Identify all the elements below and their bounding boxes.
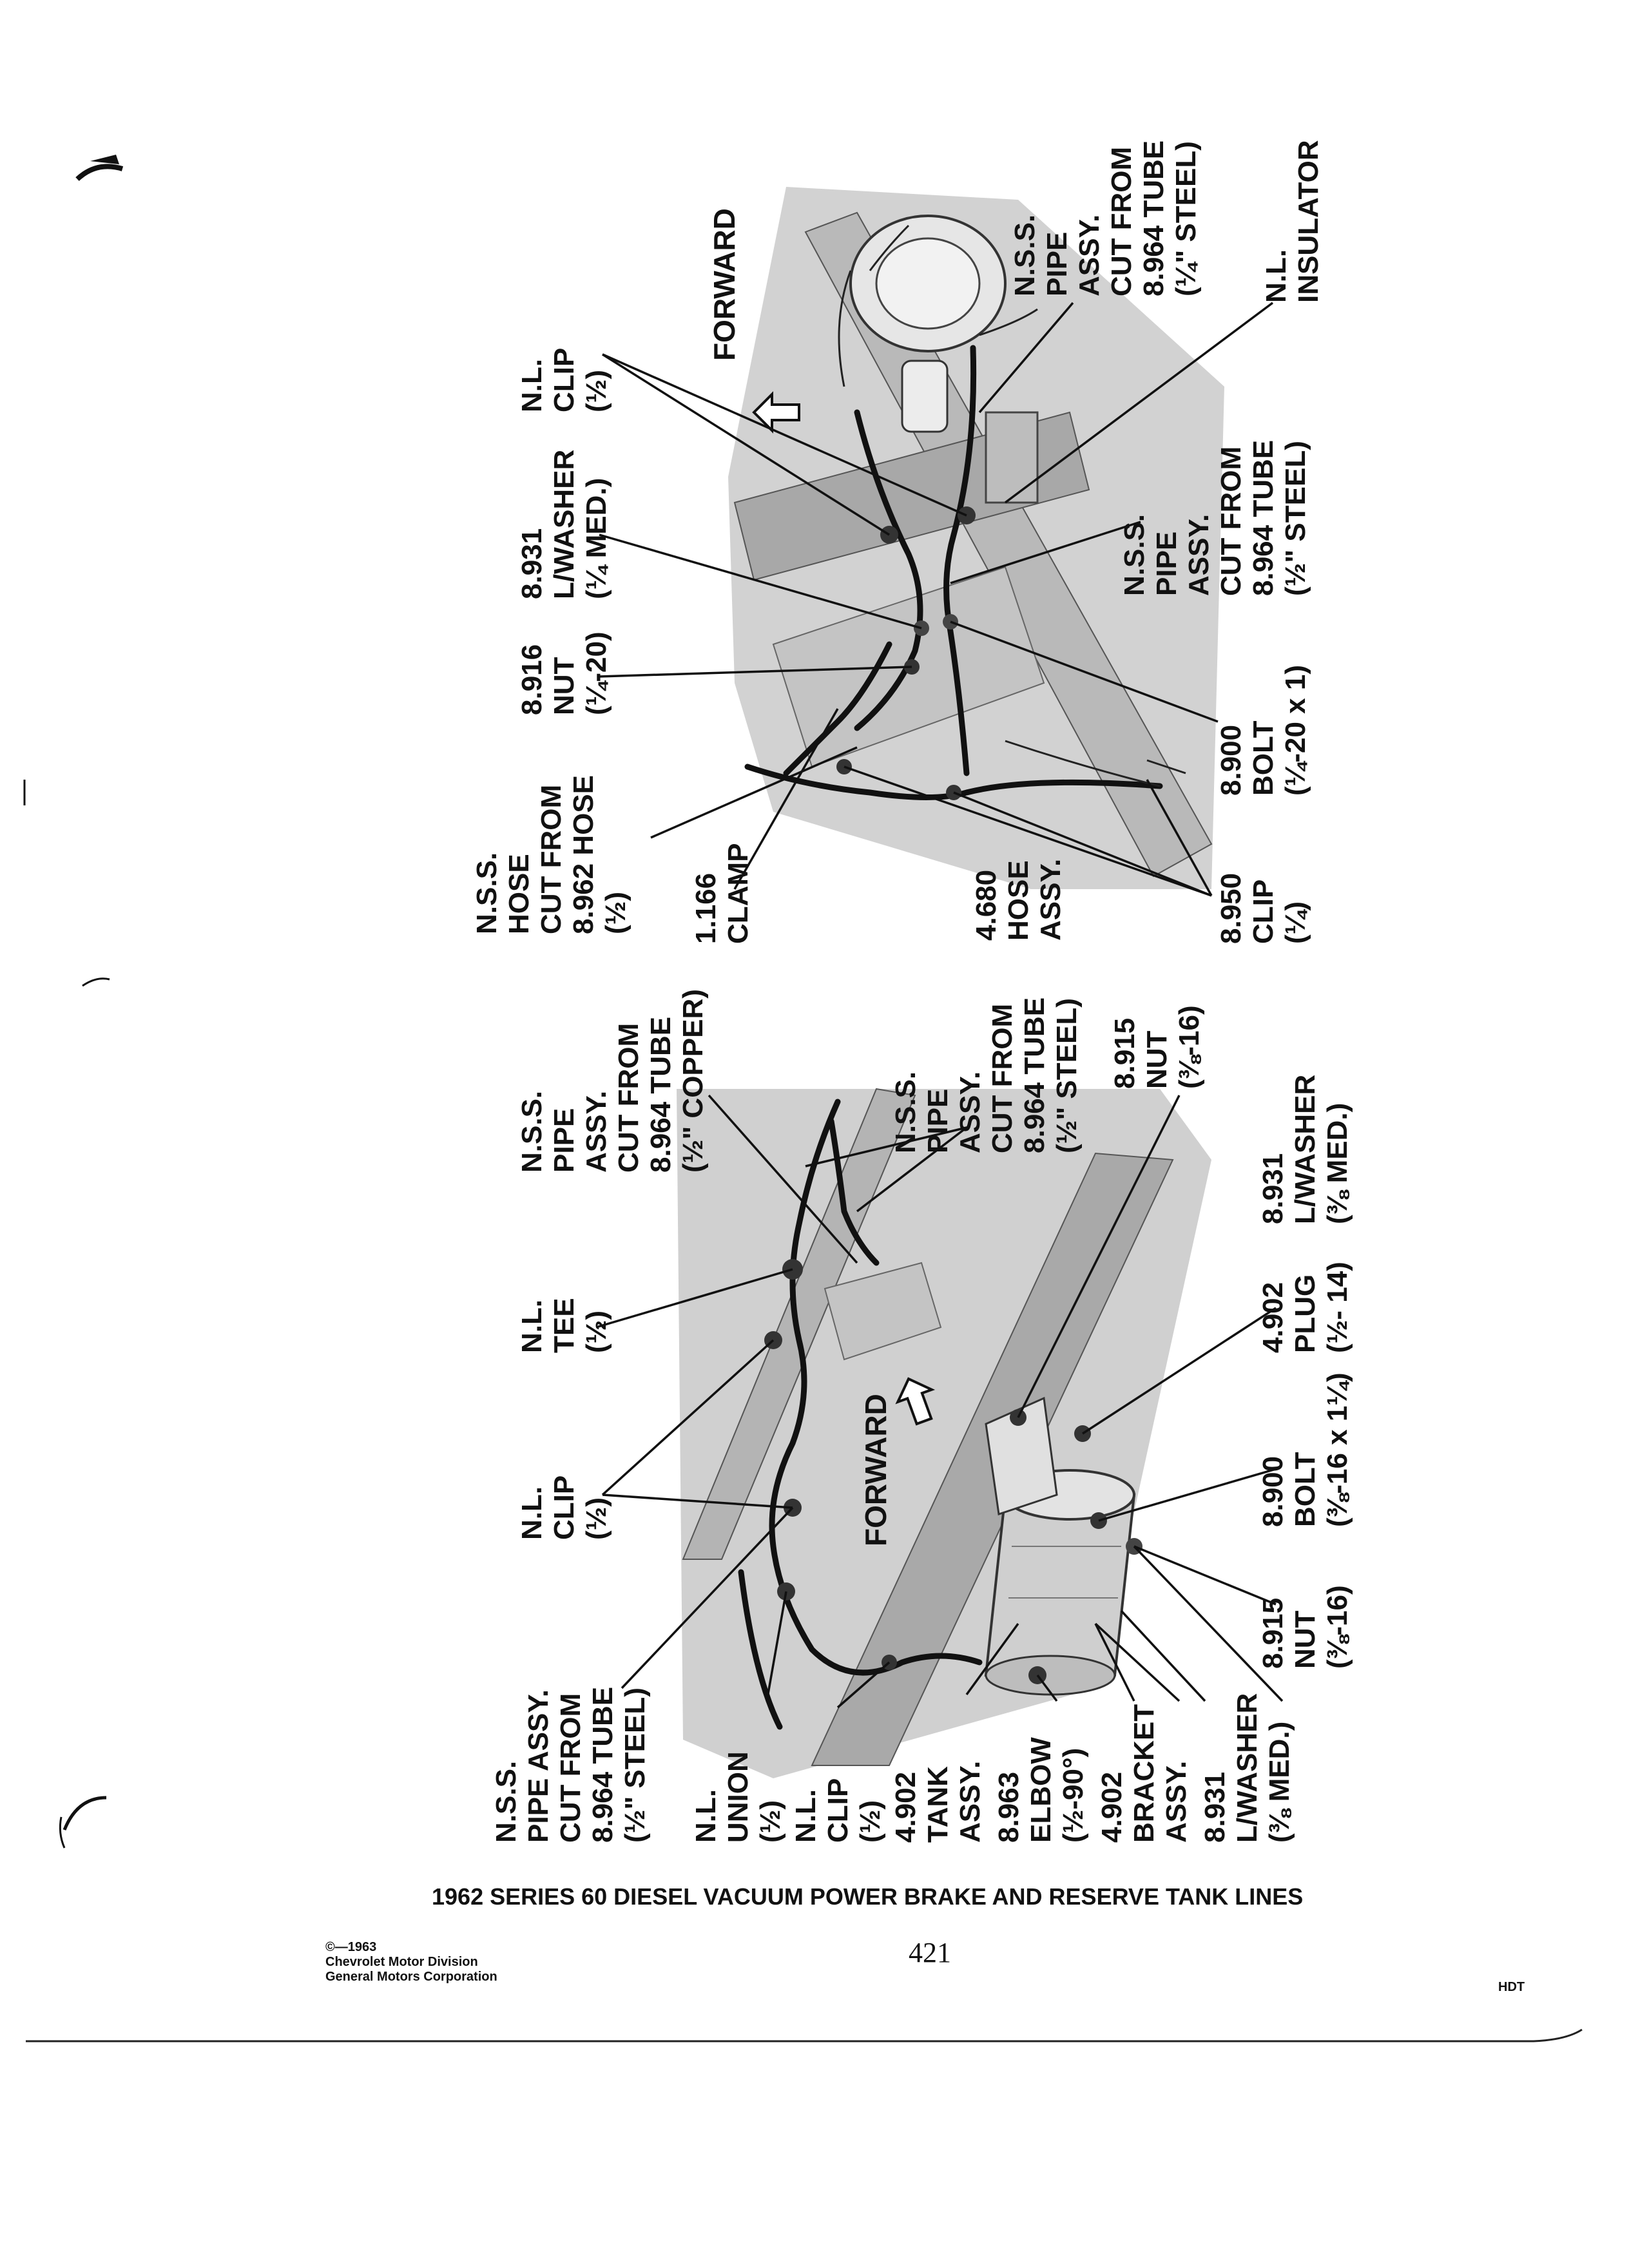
lower-steel-pipe-front <box>738 1569 783 1730</box>
callout-lower-nl-clip-front: N.L. CLIP (½) <box>790 1771 886 1843</box>
callout-upper-lwasher: 8.931 L/WASHER (¼ MED.) <box>516 442 612 599</box>
callout-upper-nut: 8.916 NUT (¼-20) <box>516 631 612 715</box>
callout-upper-nl-insulator: N.L. INSULATOR <box>1260 140 1324 303</box>
upper-quarter-inch-pipe <box>943 345 977 776</box>
reserve-tank <box>984 1469 1136 1696</box>
upper-leader-lines <box>599 302 1274 897</box>
callout-lower-lwasher-bottom: 8.931 L/WASHER (⅜ MED.) <box>1199 1686 1295 1843</box>
footer-rule <box>26 2028 1583 2042</box>
upper-fitting-lines <box>838 224 1186 787</box>
upper-insulator <box>985 411 1039 504</box>
master-cylinder <box>901 360 949 433</box>
footer-credits: ©—1963 Chevrolet Motor Division General … <box>325 1940 497 1984</box>
lower-crossmember <box>824 1262 942 1361</box>
upper-illustration <box>728 187 1224 889</box>
callout-lower-nl-union: N.L. UNION (½) <box>690 1744 786 1843</box>
upper-half-inch-pipe <box>854 409 923 731</box>
scan-margin-marks <box>23 155 124 1849</box>
upper-callouts: N.L. CLIP (½) N.S.S. PIPE ASSY. CUT FROM… <box>471 133 1324 944</box>
callout-lower-bolt: 8.900 BOLT (⅜-16 x 1¼) <box>1257 1372 1353 1527</box>
callout-lower-nss-pipe-steel: N.S.S. PIPE ASSY. CUT FROM 8.964 TUBE (½… <box>890 990 1083 1153</box>
callout-lower-lwasher-top: 8.931 L/WASHER (⅜ MED.) <box>1257 1067 1353 1224</box>
lower-leader-lines <box>595 1094 1284 1709</box>
page-number: 421 <box>909 1937 951 1968</box>
callout-upper-nss-pipe-half-steel: N.S.S. PIPE ASSY. CUT FROM 8.964 TUBE (½… <box>1119 432 1311 596</box>
callout-lower-bracket: 4.902 BRACKET ASSY. <box>1096 1696 1192 1843</box>
callout-lower-nut-side: 8.915 NUT (⅜-16) <box>1257 1585 1353 1669</box>
callout-upper-hose-assy: 4.680 HOSE ASSY. <box>970 852 1066 941</box>
lower-illustration <box>677 1088 1211 1778</box>
callout-lower-nl-clip: N.L. CLIP (½) <box>516 1468 612 1540</box>
upper-tube-lower <box>744 764 1163 800</box>
upper-forward-label: FORWARD <box>708 208 741 361</box>
lower-copper-pipe <box>828 1118 880 1266</box>
callout-lower-nut-top: 8.915 NUT (⅜-16) <box>1109 1005 1205 1089</box>
callout-upper-clip-quarter: 8.950 CLIP (¼) <box>1215 865 1311 944</box>
footer-company-line1: Chevrolet Motor Division <box>325 1955 478 1969</box>
callout-lower-tank: 4.902 TANK ASSY. <box>890 1758 986 1843</box>
callout-upper-nl-clip: N.L. CLIP (½) <box>516 340 612 412</box>
lower-callouts: N.S.S. PIPE ASSY. CUT FROM 8.964 TUBE (½… <box>490 989 1353 1843</box>
lower-forward-label: FORWARD <box>859 1394 892 1546</box>
brake-booster-face <box>875 237 981 330</box>
callout-lower-nss-pipe-front: N.S.S. PIPE ASSY. CUT FROM 8.964 TUBE (½… <box>490 1679 651 1843</box>
callout-lower-elbow: 8.963 ELBOW (½-90°) <box>993 1729 1089 1843</box>
callout-lower-plug: 4.902 PLUG (½- 14) <box>1257 1262 1353 1353</box>
lower-frame-rail-left <box>682 1088 916 1560</box>
callout-upper-clamp: 1.166 CLAMP <box>690 843 754 944</box>
callout-lower-nl-tee: N.L. TEE (½) <box>516 1290 612 1353</box>
callout-upper-nss-hose: N.S.S. HOSE CUT FROM 8.962 HOSE (½) <box>471 767 631 934</box>
footer-company-line2: General Motors Corporation <box>325 1970 497 1984</box>
callout-upper-nss-pipe-quarter-steel: N.S.S. PIPE ASSY. CUT FROM 8.964 TUBE (¼… <box>1009 133 1202 296</box>
footer-code: HDT <box>1498 1980 1525 1994</box>
callout-lower-nss-pipe-copper: N.S.S. PIPE ASSY. CUT FROM 8.964 TUBE (½… <box>516 989 709 1173</box>
lower-forward-arrow-icon <box>895 1377 936 1426</box>
callout-upper-bolt: 8.900 BOLT (¼-20 x 1) <box>1215 665 1311 796</box>
footer-copyright: ©—1963 <box>325 1940 376 1954</box>
page-title: 1962 SERIES 60 DIESEL VACUUM POWER BRAKE… <box>432 1883 1303 1910</box>
upper-hose <box>783 641 892 776</box>
